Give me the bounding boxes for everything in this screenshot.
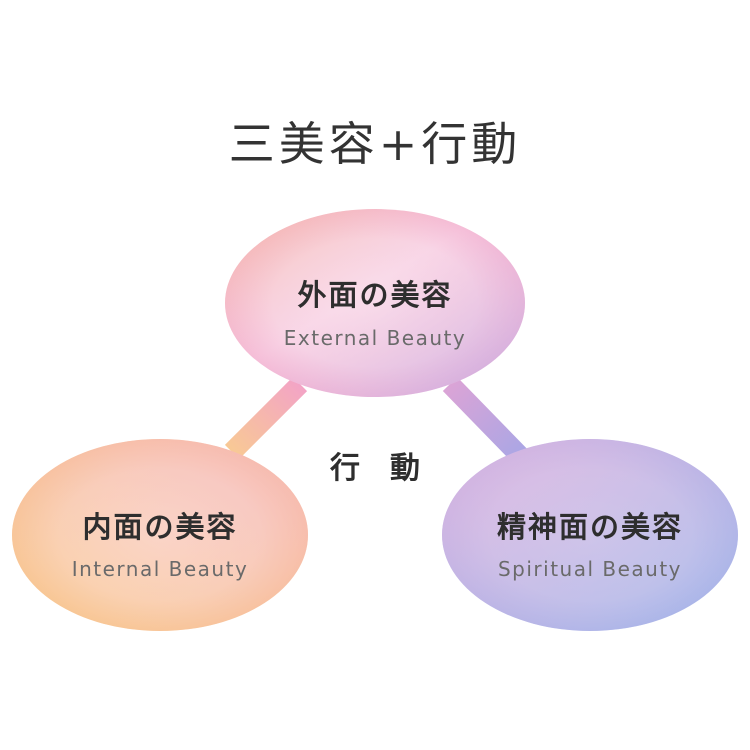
node-external-subtitle: External Beauty xyxy=(284,326,466,350)
node-external-title: 外面の美容 xyxy=(297,278,452,312)
node-spiritual-subtitle: Spiritual Beauty xyxy=(498,557,682,581)
node-internal-subtitle: Internal Beauty xyxy=(72,557,249,581)
connector-top-left xyxy=(224,376,308,460)
connector-lines xyxy=(224,376,530,543)
node-external-beauty: 外面の美容 External Beauty xyxy=(225,209,525,397)
node-spiritual-title: 精神面の美容 xyxy=(497,510,683,544)
diagram-title: 三美容+行動 xyxy=(228,117,522,171)
center-action-label: 行 動 xyxy=(329,451,420,486)
node-internal-beauty: 内面の美容 Internal Beauty xyxy=(12,439,308,631)
node-spiritual-beauty: 精神面の美容 Spiritual Beauty xyxy=(442,439,738,631)
node-internal-title: 内面の美容 xyxy=(82,510,237,544)
connector-top-right xyxy=(442,377,530,465)
